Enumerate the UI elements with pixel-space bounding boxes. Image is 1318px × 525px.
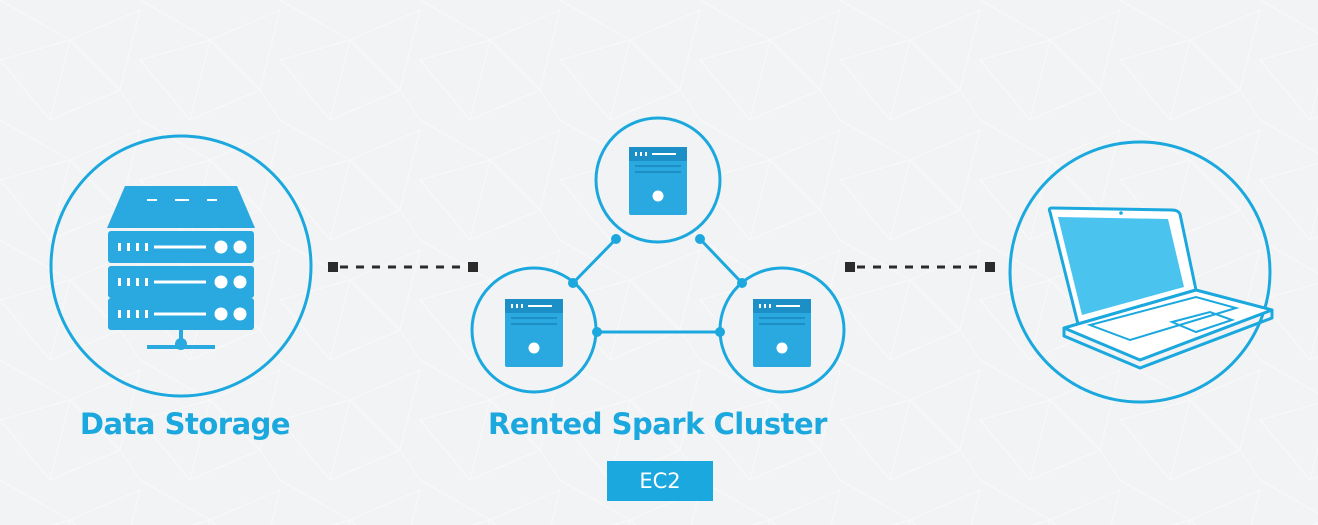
cluster-link-dots	[568, 234, 747, 337]
cluster-node-left	[470, 266, 598, 394]
data-storage-node	[49, 134, 313, 398]
server-tower-icon	[629, 147, 687, 215]
ec2-badge: EC2	[607, 461, 713, 501]
data-storage-label: Data Storage	[79, 407, 291, 441]
cluster-links	[571, 237, 744, 334]
server-tower-icon	[753, 299, 811, 367]
spark-cluster-label: Rented Spark Cluster	[488, 407, 827, 441]
database-server-icon	[107, 186, 255, 350]
laptop-node	[1008, 140, 1274, 404]
laptop-icon	[1047, 206, 1274, 370]
connector-cluster-laptop	[845, 262, 995, 272]
server-tower-icon	[505, 299, 563, 367]
cluster-node-top	[594, 116, 722, 244]
connector-storage-cluster	[328, 262, 478, 272]
